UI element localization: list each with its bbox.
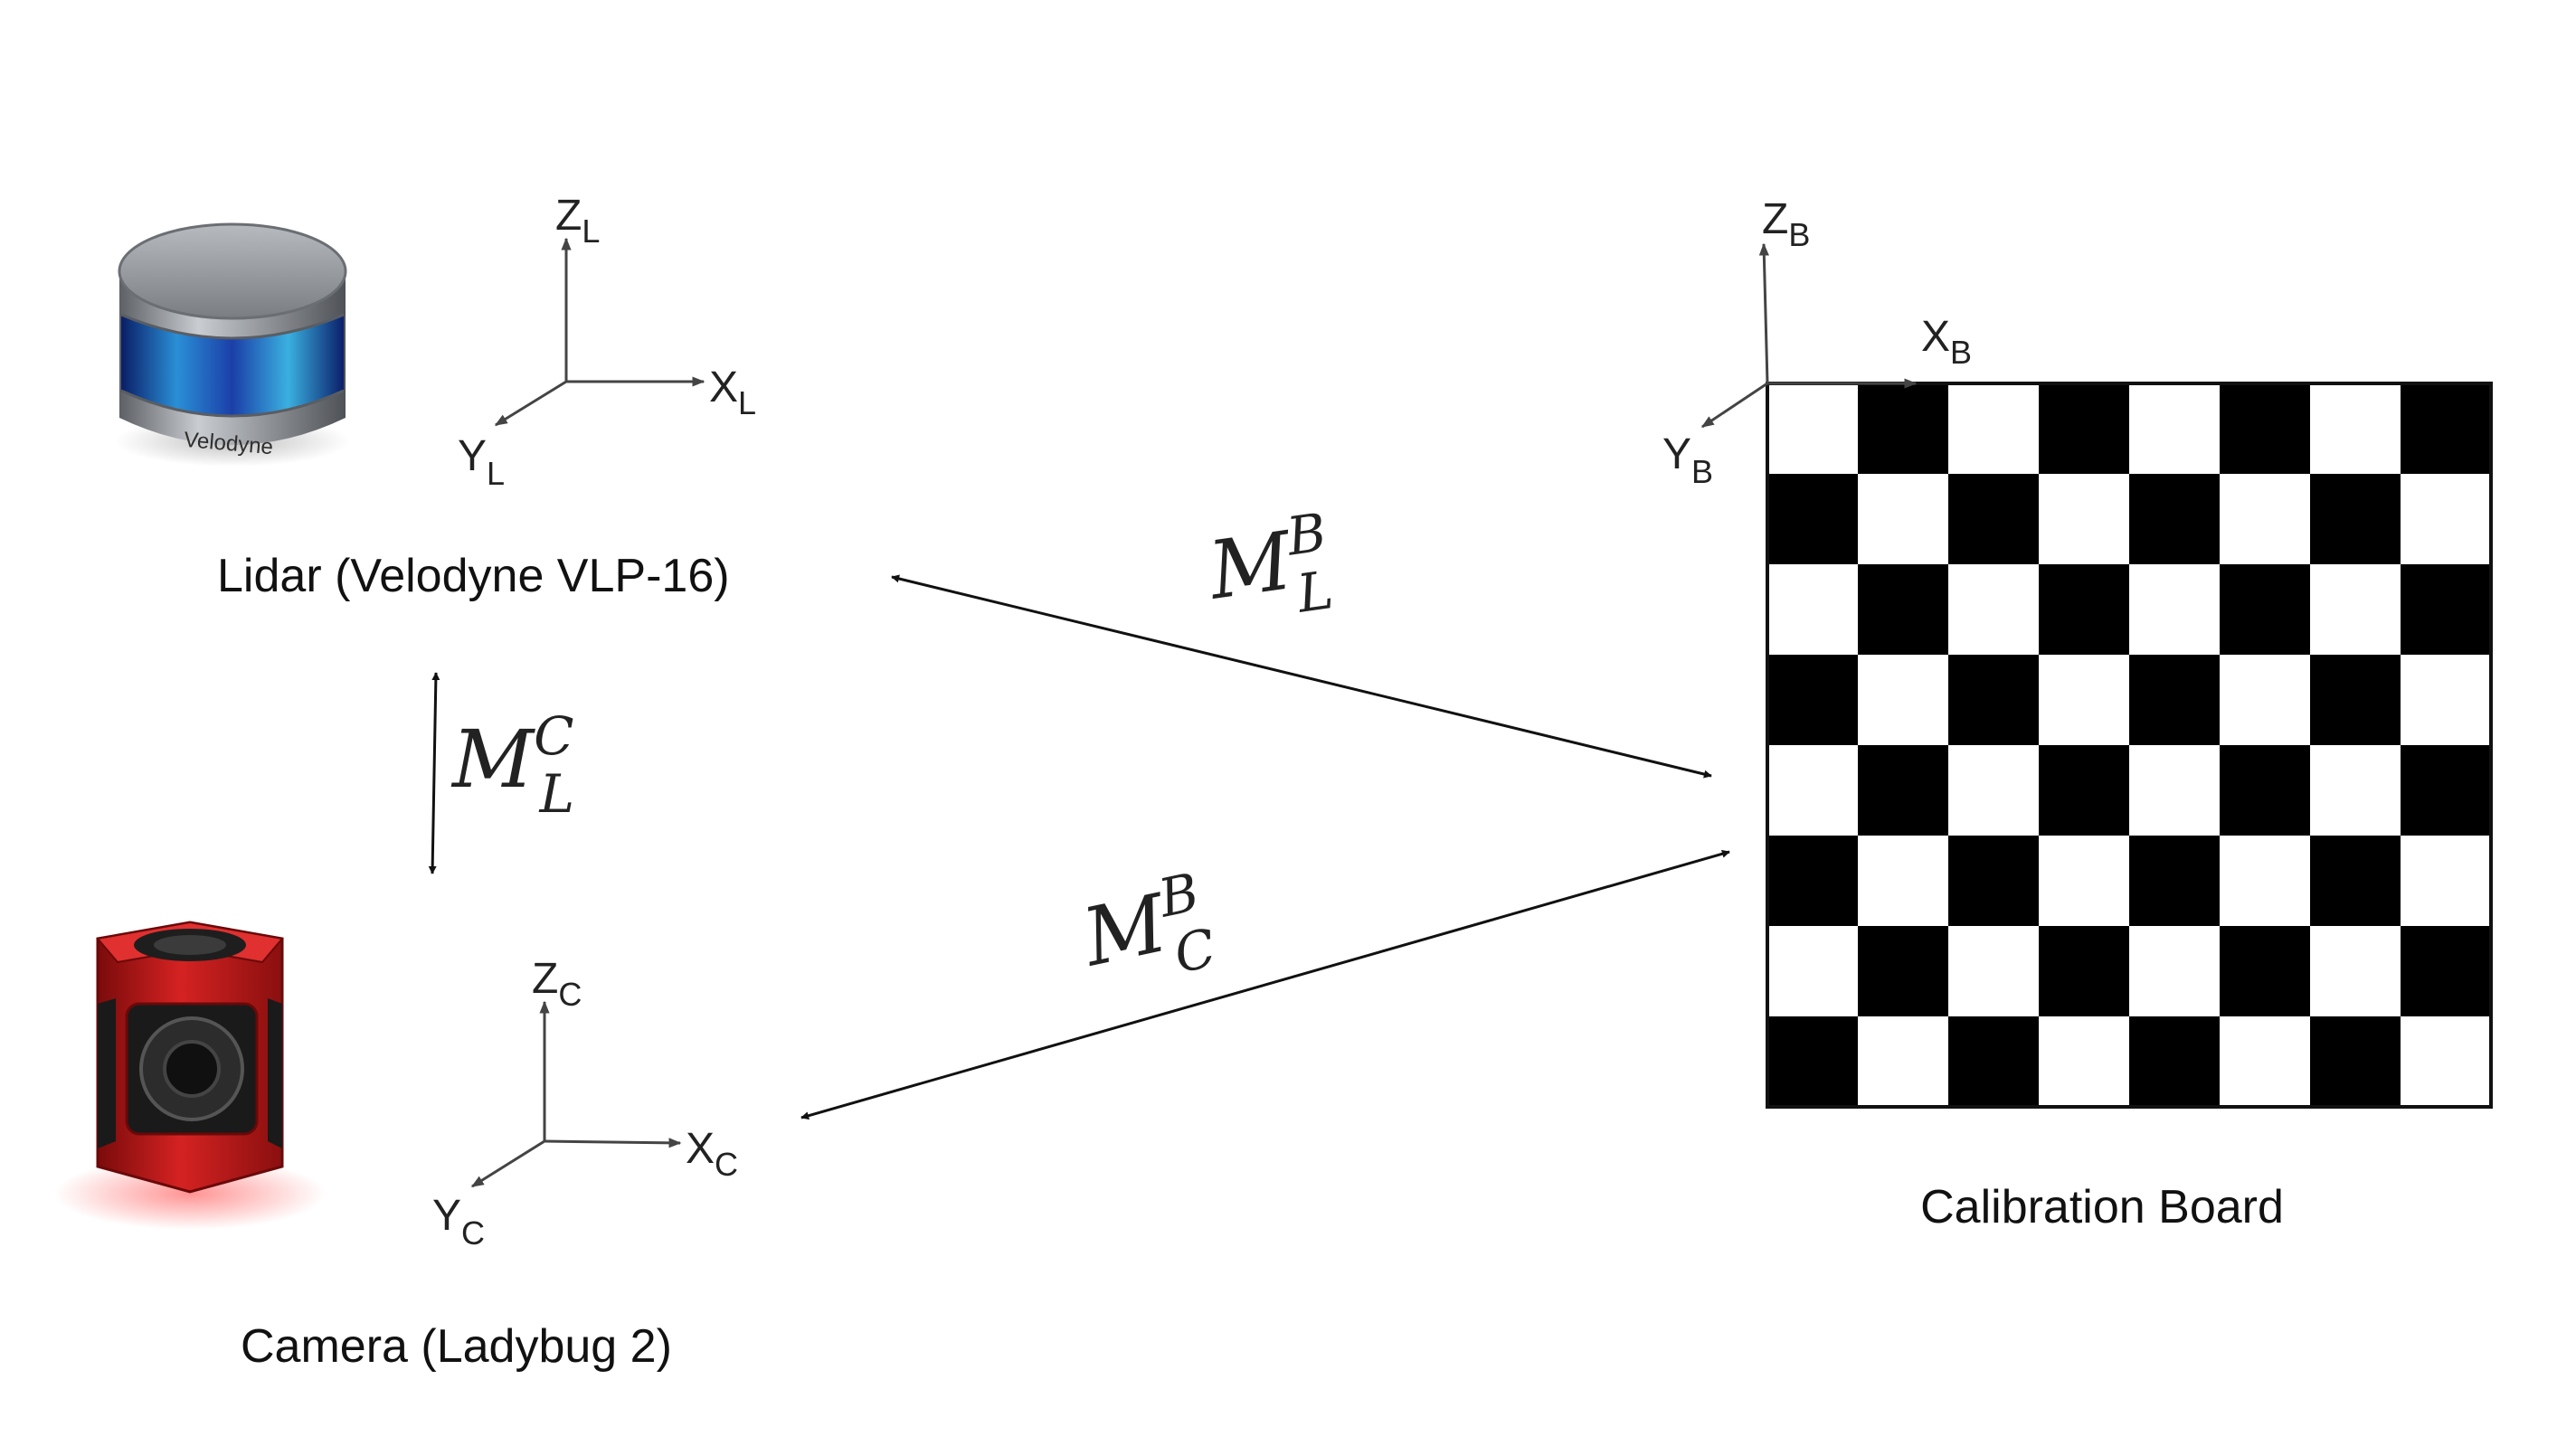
transform-camera-to-board: MBC — [1072, 860, 1221, 1003]
board-square — [2129, 564, 2221, 656]
camera-board-arrow — [800, 849, 1730, 1120]
board-square — [1858, 564, 1949, 656]
board-square — [1948, 745, 2040, 836]
board-square — [1767, 1016, 1859, 1108]
board-square — [2039, 836, 2130, 927]
calibration-board — [1766, 382, 2493, 1109]
board-square — [1948, 926, 2040, 1017]
board-square — [1767, 836, 1859, 927]
board-square — [2401, 564, 2492, 656]
board-square — [2310, 926, 2401, 1017]
board-square — [2129, 383, 2221, 475]
board-square — [2220, 655, 2311, 746]
board-square — [2310, 564, 2401, 656]
board-border — [1766, 382, 2493, 1109]
camera-label: Camera (Ladybug 2) — [241, 1320, 672, 1373]
board-square — [2310, 655, 2401, 746]
board-square — [1948, 1016, 2040, 1108]
board-square — [1948, 564, 2040, 656]
board-x-axis-label: XB — [1921, 313, 1972, 371]
board-square — [1858, 383, 1949, 475]
board-square — [1858, 745, 1949, 836]
lidar-frame-axes — [494, 237, 706, 427]
board-square — [1858, 474, 1949, 565]
board-y-axis-label: YB — [1662, 430, 1713, 490]
board-square — [2129, 655, 2221, 746]
board-square — [2039, 564, 2130, 656]
board-square — [2401, 655, 2492, 746]
board-square — [2129, 836, 2221, 927]
board-square — [2039, 926, 2130, 1017]
board-square — [1948, 655, 2040, 746]
lidar-y-axis-label: YL — [458, 432, 505, 492]
board-square — [2129, 926, 2221, 1017]
board-square — [2401, 383, 2492, 475]
transform-arrows — [428, 574, 1730, 1120]
board-square — [1767, 383, 1859, 475]
board-square — [2310, 836, 2401, 927]
board-frame-axes — [1700, 242, 1918, 429]
board-square — [2310, 383, 2401, 475]
board-square — [1767, 745, 1859, 836]
board-square — [1767, 655, 1859, 746]
board-square — [1948, 383, 2040, 475]
lidar-camera-arrow — [428, 672, 440, 874]
board-square — [2220, 1016, 2311, 1108]
board-square — [2039, 1016, 2130, 1108]
board-square — [2401, 745, 2492, 836]
board-square — [1767, 474, 1859, 565]
board-z-axis-label: ZB — [1762, 195, 1810, 253]
board-square — [2220, 564, 2311, 656]
board-square — [2401, 1016, 2492, 1108]
board-square — [1858, 1016, 1949, 1108]
board-square — [2220, 383, 2311, 475]
board-square — [2129, 474, 2221, 565]
lidar-board-arrow — [891, 574, 1712, 779]
board-square — [2310, 474, 2401, 565]
board-square — [2220, 745, 2311, 836]
lidar-z-axis-label: ZL — [555, 192, 600, 250]
board-square — [2220, 474, 2311, 565]
board-square — [1858, 655, 1949, 746]
board-square — [1948, 836, 2040, 927]
lidar-x-axis-label: XL — [709, 364, 756, 421]
lidar-label: Lidar (Velodyne VLP-16) — [217, 550, 730, 602]
board-square — [1948, 474, 2040, 565]
camera-x-axis-label: XC — [686, 1125, 738, 1183]
board-square — [2129, 745, 2221, 836]
board-square — [1858, 926, 1949, 1017]
camera-y-axis-label: YC — [432, 1192, 485, 1252]
board-label: Calibration Board — [1920, 1181, 2284, 1233]
board-square — [1767, 926, 1859, 1017]
camera-z-axis-label: ZC — [532, 955, 582, 1013]
board-square — [2310, 1016, 2401, 1108]
board-square — [1767, 564, 1859, 656]
board-square — [2039, 655, 2130, 746]
camera-frame-axes — [470, 1000, 682, 1188]
board-square — [2039, 745, 2130, 836]
board-square — [2401, 836, 2492, 927]
board-square — [2310, 745, 2401, 836]
board-square — [2220, 926, 2311, 1017]
camera-device-image — [54, 921, 326, 1230]
lidar-device-image: Velodyne — [115, 222, 350, 467]
transform-lidar-to-board: MBL — [1200, 501, 1338, 636]
board-square — [2129, 1016, 2221, 1108]
board-square — [2401, 926, 2492, 1017]
board-square — [2039, 474, 2130, 565]
board-square — [2401, 474, 2492, 565]
board-square — [1858, 836, 1949, 927]
board-square — [2220, 836, 2311, 927]
board-square — [2039, 383, 2130, 475]
